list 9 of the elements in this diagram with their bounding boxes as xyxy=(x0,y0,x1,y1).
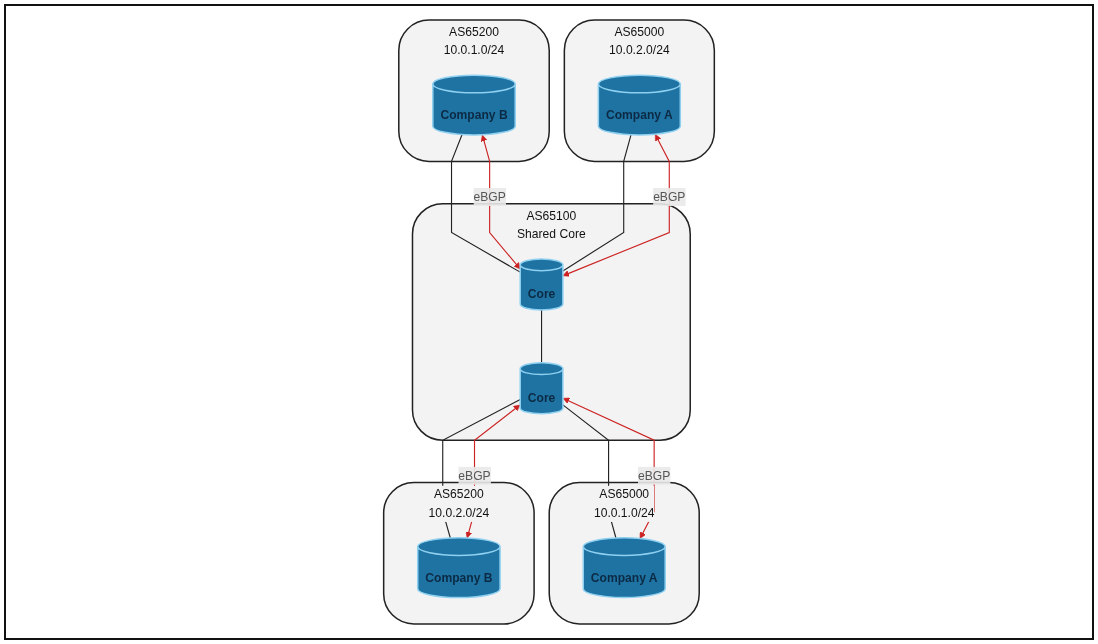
connector xyxy=(541,309,543,364)
connector xyxy=(562,134,632,272)
arrow xyxy=(562,134,670,277)
edge-label: eBGP xyxy=(473,190,506,204)
edge-label: eBGP xyxy=(653,190,686,204)
edge-label: eBGP xyxy=(638,468,671,482)
edge-label: eBGP xyxy=(458,468,491,482)
arrow xyxy=(480,134,521,270)
connector xyxy=(450,134,521,273)
